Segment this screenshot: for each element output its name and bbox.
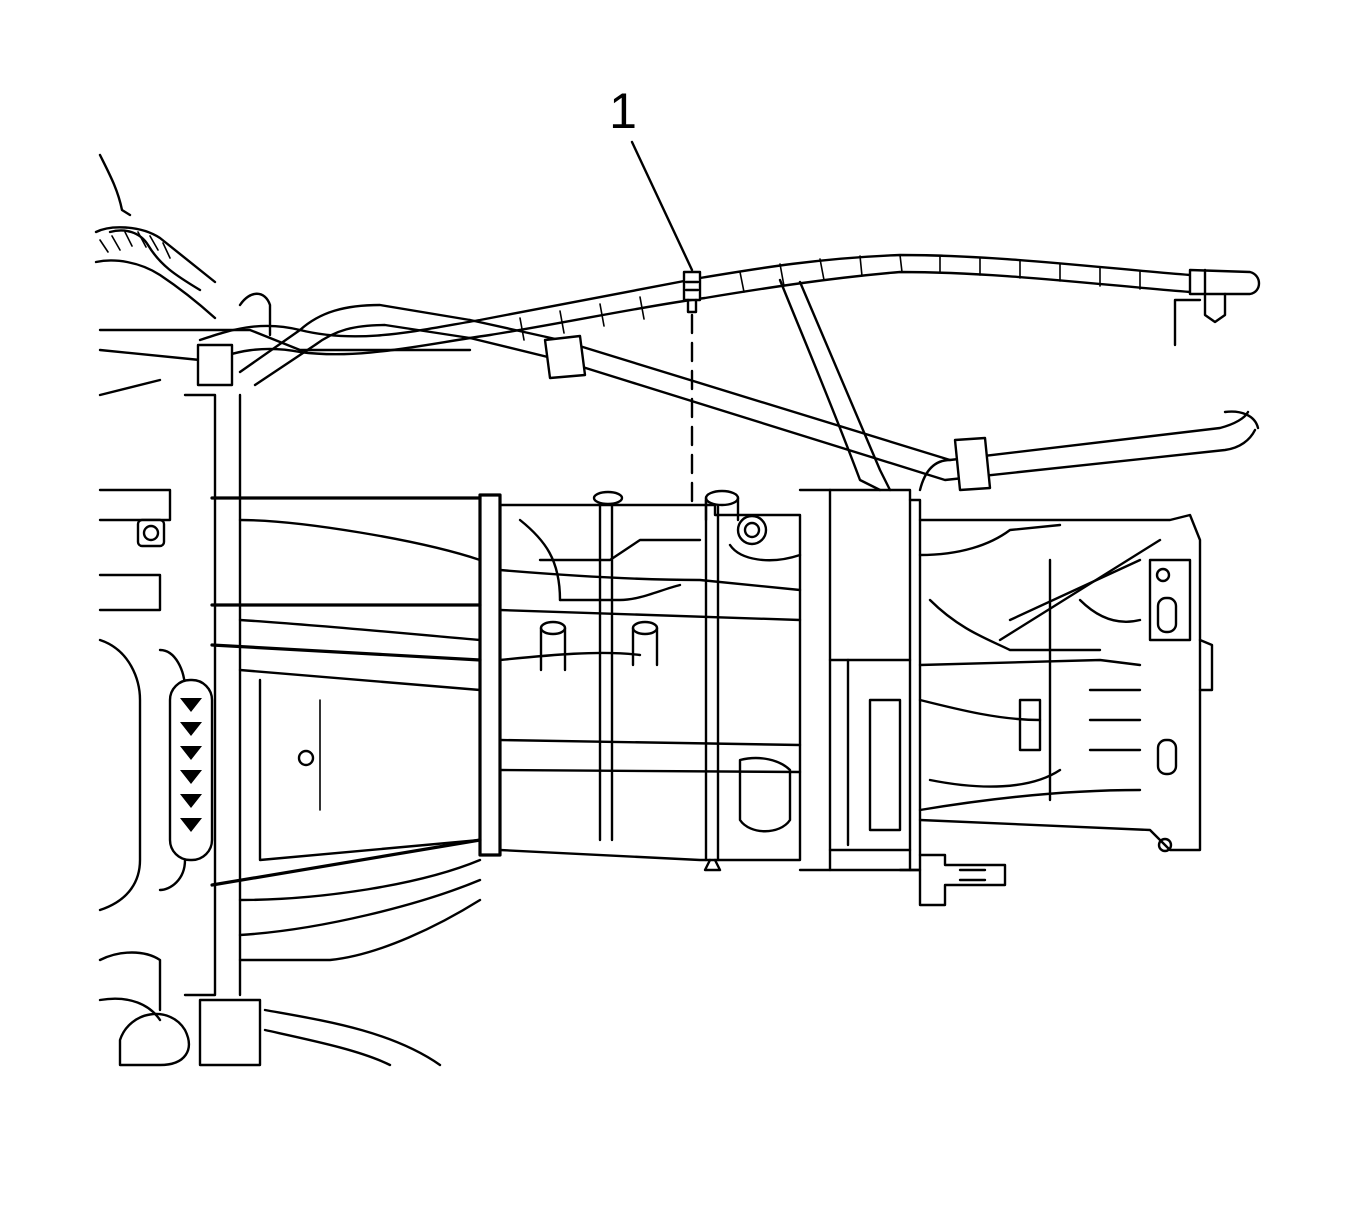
component-1-fitting <box>682 270 702 314</box>
engine-rear-section <box>94 153 472 1067</box>
callout-label-1: 1 <box>609 83 637 139</box>
callout-leader-line <box>630 140 694 272</box>
transfer-case <box>898 513 1214 907</box>
bell-housing <box>158 393 482 997</box>
transmission-case <box>478 488 922 872</box>
wiring-harness <box>108 229 1261 492</box>
